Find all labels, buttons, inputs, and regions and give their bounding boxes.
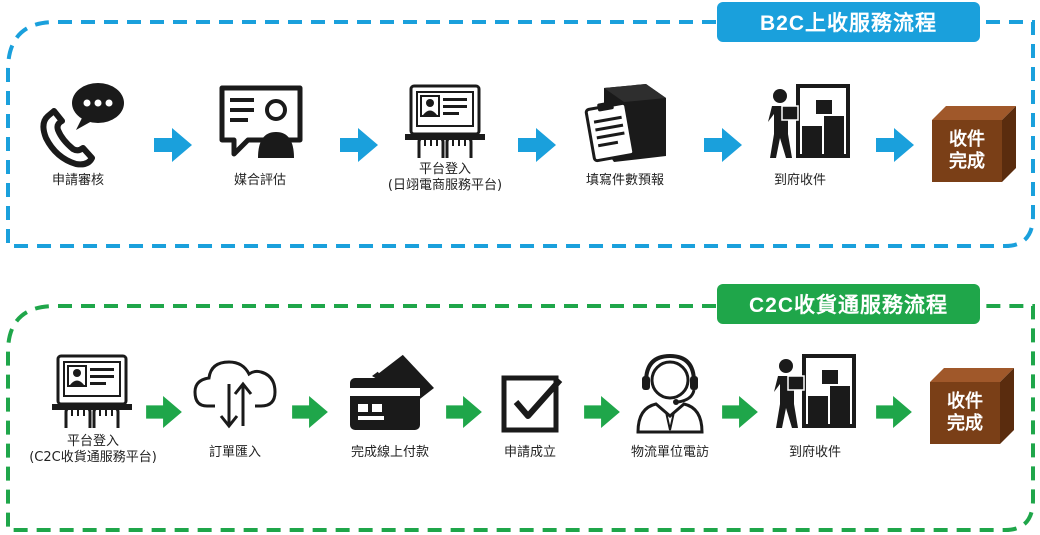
step-label: 媒合評估 (233, 173, 286, 188)
credit-card-icon (346, 352, 436, 434)
step-label: 訂單匯入 (208, 445, 261, 460)
step-label: 到府收件 (788, 445, 841, 460)
cloud-sync-icon (193, 354, 279, 430)
step-label: 申請審核 (51, 173, 104, 188)
done-label-line2: 完成 (947, 413, 983, 434)
arrow-right-icon (292, 396, 328, 428)
step-label: 物流單位電訪 (630, 445, 709, 460)
receipt-complete-box: 收件 完成 (932, 106, 1016, 182)
step-label: 填寫件數預報 (585, 173, 664, 188)
arrow-right-icon (446, 396, 482, 428)
worker-boxes-icon (772, 352, 858, 432)
done-label-line1: 收件 (949, 129, 985, 150)
receipt-complete-box: 收件 完成 (930, 368, 1014, 444)
step-label: 完成線上付款 (350, 445, 429, 460)
checkbox-icon (500, 372, 564, 436)
id-card-chat-icon (218, 84, 304, 162)
step-label: 申請成立 (503, 445, 556, 460)
arrow-right-icon (340, 128, 378, 162)
arrow-right-icon (154, 128, 192, 162)
arrow-right-icon (584, 396, 620, 428)
b2c-title-badge: B2C上收服務流程 (717, 2, 980, 42)
c2c-title-badge: C2C收貨通服務流程 (717, 284, 980, 324)
laptop-login-icon (52, 352, 132, 430)
worker-boxes-icon (766, 82, 852, 162)
step-label: 平台登入 (C2C收貨通服務平台) (29, 434, 157, 465)
done-label-line1: 收件 (947, 391, 983, 412)
arrow-right-icon (146, 396, 182, 428)
arrow-right-icon (876, 128, 914, 162)
headset-agent-icon (630, 350, 710, 434)
arrow-right-icon (704, 128, 742, 162)
step-label: 平台登入 (日翊電商服務平台) (387, 162, 503, 193)
arrow-right-icon (722, 396, 758, 428)
arrow-right-icon (876, 396, 912, 428)
laptop-login-icon (405, 82, 485, 160)
arrow-right-icon (518, 128, 556, 162)
done-label-line2: 完成 (949, 151, 985, 172)
clipboard-box-icon (584, 82, 670, 164)
step-label: 到府收件 (773, 173, 826, 188)
phone-chat-icon (38, 78, 128, 168)
